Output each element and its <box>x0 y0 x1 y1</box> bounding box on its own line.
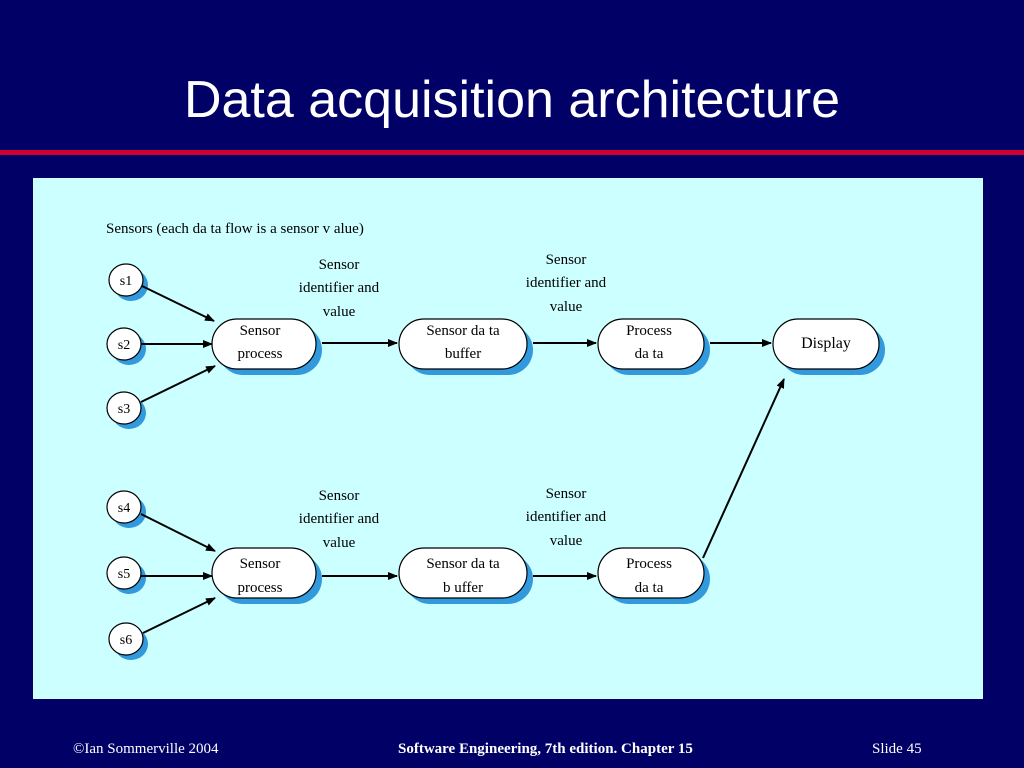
diagram-canvas: Sensors (each da ta flow is a sensor v a… <box>106 221 885 660</box>
sensor-data-buffer-bottom-line1: Sensor da ta <box>426 556 500 572</box>
flow-label-line: Sensor <box>546 252 587 268</box>
footer-copyright: ©Ian Sommerville 2004 <box>73 741 219 757</box>
sensor-process-node-bottom: Sensor process <box>211 547 322 604</box>
sensor-data-buffer-bottom-line2: b uffer <box>443 580 483 596</box>
flow-label-line: identifier and <box>299 280 380 296</box>
sensor-s5: s5 <box>106 556 146 594</box>
flow-label-line: identifier and <box>526 509 607 525</box>
footer-book-title: Software Engineering, 7th edition. Chapt… <box>398 741 693 757</box>
s6-to-sensor-process-arrow <box>142 597 216 634</box>
s3-to-sensor-process-arrow <box>140 365 216 403</box>
sensor-process-bottom-line2: process <box>238 580 283 596</box>
sensor-s3: s3 <box>106 391 146 429</box>
flow-label-line: Sensor <box>546 486 587 502</box>
sensor-data-buffer-top-line1: Sensor da ta <box>426 323 500 339</box>
flow-label-line: value <box>323 304 356 320</box>
process-data-bottom-line1: Process <box>626 556 672 572</box>
flow-label-line: Sensor <box>319 257 360 273</box>
sensor-data-buffer-node-bottom: Sensor da ta b uffer <box>398 547 533 604</box>
sensor-data-buffer-top-line2: buffer <box>445 346 481 362</box>
flow-label-line: value <box>550 533 583 549</box>
s1-to-sensor-process-arrow <box>141 285 215 322</box>
display-label: Display <box>801 335 851 352</box>
sensors-caption: Sensors (each da ta flow is a sensor v a… <box>106 221 364 237</box>
slide-title: Data acquisition architecture <box>183 71 841 129</box>
architecture-diagram: Sensors (each da ta flow is a sensor v a… <box>33 178 983 699</box>
sensor-process-node-top: Sensor process <box>211 318 322 375</box>
process-data-top-line2: da ta <box>635 346 664 362</box>
sensor-s6-label: s6 <box>120 633 132 648</box>
sensor-process-bottom-line1: Sensor <box>240 556 281 572</box>
flow-label-bottom-2: Sensor identifier and value <box>526 486 607 549</box>
process-data-top-line1: Process <box>626 323 672 339</box>
flow-label-bottom-1: Sensor identifier and value <box>299 488 380 551</box>
sensor-s2-label: s2 <box>118 338 130 353</box>
sensor-s4: s4 <box>106 490 146 528</box>
sensor-s4-label: s4 <box>118 501 130 516</box>
flow-label-line: value <box>323 535 356 551</box>
display-node: Display <box>772 318 885 375</box>
sensor-s3-label: s3 <box>118 402 130 417</box>
flow-label-top-1: Sensor identifier and value <box>299 257 380 320</box>
footer-slide-number: Slide 45 <box>872 741 922 757</box>
flow-label-line: Sensor <box>319 488 360 504</box>
flow-label-line: identifier and <box>299 511 380 527</box>
process-data-node-top: Process da ta <box>597 318 710 375</box>
sensor-s2: s2 <box>106 327 146 365</box>
sensor-s6: s6 <box>108 622 148 660</box>
title-divider <box>0 150 1024 155</box>
bottom-process-data-to-display-arrow <box>702 378 785 559</box>
sensor-process-top-line2: process <box>238 346 283 362</box>
flow-label-line: identifier and <box>526 275 607 291</box>
flow-label-top-2: Sensor identifier and value <box>526 252 607 315</box>
flow-label-line: value <box>550 299 583 315</box>
s4-to-sensor-process-arrow <box>140 513 216 552</box>
process-data-node-bottom: Process da ta <box>597 547 710 604</box>
process-data-bottom-line2: da ta <box>635 580 664 596</box>
sensor-process-top-line1: Sensor <box>240 323 281 339</box>
sensor-s1: s1 <box>108 263 148 301</box>
sensor-s1-label: s1 <box>120 274 132 289</box>
sensor-s5-label: s5 <box>118 567 130 582</box>
sensor-data-buffer-node-top: Sensor da ta buffer <box>398 318 533 375</box>
